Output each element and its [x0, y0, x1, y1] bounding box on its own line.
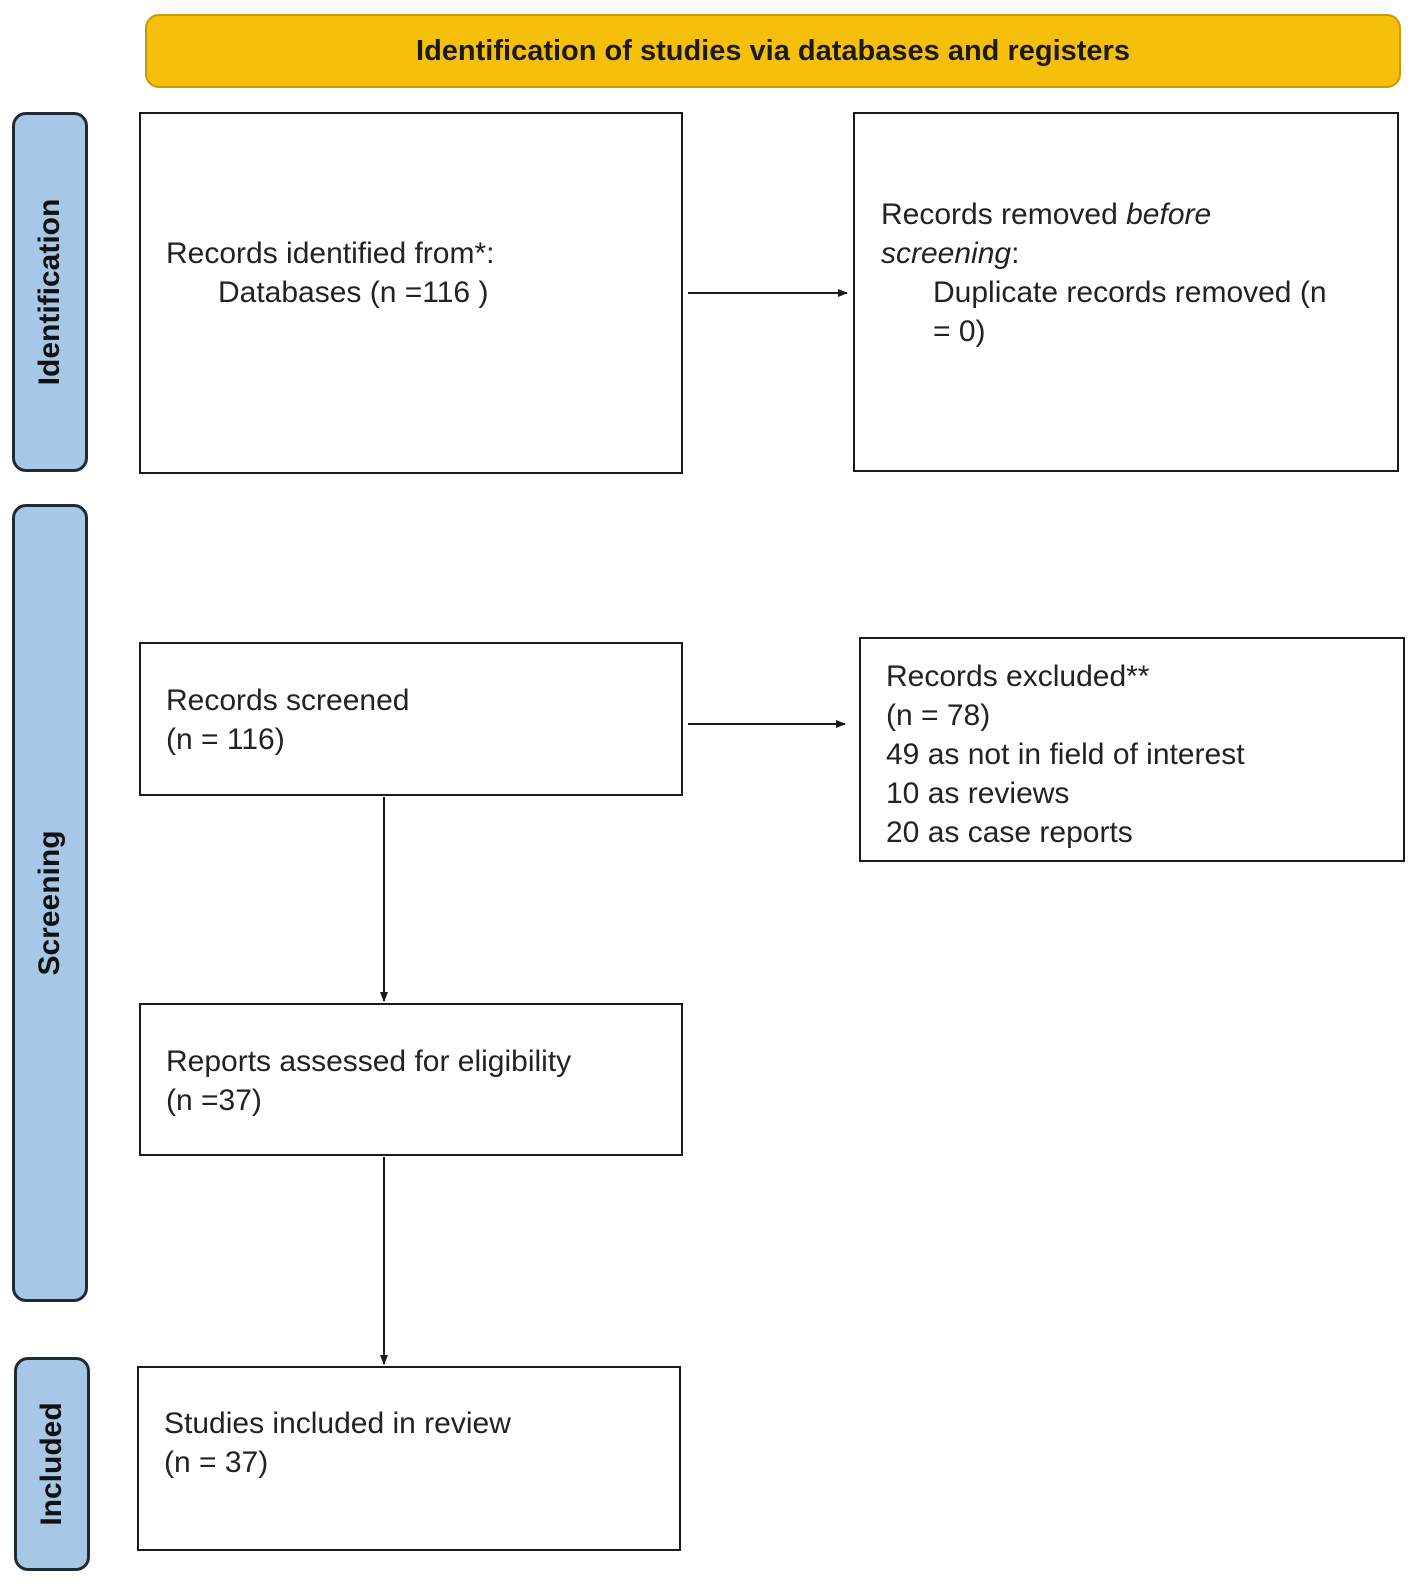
studies-included-box: Studies included in review (n = 37) — [137, 1366, 681, 1551]
reports-assessed-box: Reports assessed for eligibility (n =37) — [139, 1003, 683, 1156]
phase-screening-label: Screening — [33, 830, 66, 976]
records-screened-line2: (n = 116) — [166, 723, 285, 756]
records-removed-line4: = 0) — [933, 315, 986, 348]
reports-assessed-line1: Reports assessed for eligibility — [166, 1045, 572, 1078]
records-removed-before: before — [1126, 198, 1212, 231]
phase-identification-label: Identification — [33, 198, 66, 386]
phase-screening: Screening — [12, 504, 88, 1302]
phase-included: Included — [14, 1357, 90, 1571]
records-identified-line2: Databases (n =116 ) — [218, 276, 489, 309]
phase-identification: Identification — [12, 112, 88, 472]
studies-included-line2: (n = 37) — [164, 1446, 269, 1479]
records-excluded-line1: Records excluded** — [886, 660, 1150, 693]
records-excluded-line4: 10 as reviews — [886, 777, 1070, 810]
records-identified-line1: Records identified from*: — [166, 237, 495, 270]
records-removed-line2: screening: — [881, 234, 1397, 273]
header-title: Identification of studies via databases … — [416, 34, 1130, 67]
phase-included-label: Included — [35, 1402, 68, 1526]
reports-assessed-line2: (n =37) — [166, 1084, 262, 1117]
records-removed-colon: : — [1011, 237, 1020, 270]
records-removed-screening: screening — [881, 237, 1012, 270]
header-bar: Identification of studies via databases … — [145, 14, 1401, 88]
records-screened-line1: Records screened — [166, 684, 410, 717]
records-excluded-line2: (n = 78) — [886, 699, 991, 732]
records-removed-box: Records removed before screening: Duplic… — [853, 112, 1399, 472]
records-removed-line3: Duplicate records removed (n — [933, 276, 1327, 309]
records-excluded-line3: 49 as not in field of interest — [886, 738, 1245, 771]
records-removed-prefix: Records removed — [881, 198, 1127, 231]
records-excluded-line5: 20 as case reports — [886, 816, 1133, 849]
records-removed-line1: Records removed before — [881, 195, 1397, 234]
records-excluded-box: Records excluded** (n = 78) 49 as not in… — [859, 637, 1405, 862]
records-identified-box: Records identified from*: Databases (n =… — [139, 112, 683, 474]
studies-included-line1: Studies included in review — [164, 1407, 511, 1440]
records-screened-box: Records screened (n = 116) — [139, 642, 683, 796]
